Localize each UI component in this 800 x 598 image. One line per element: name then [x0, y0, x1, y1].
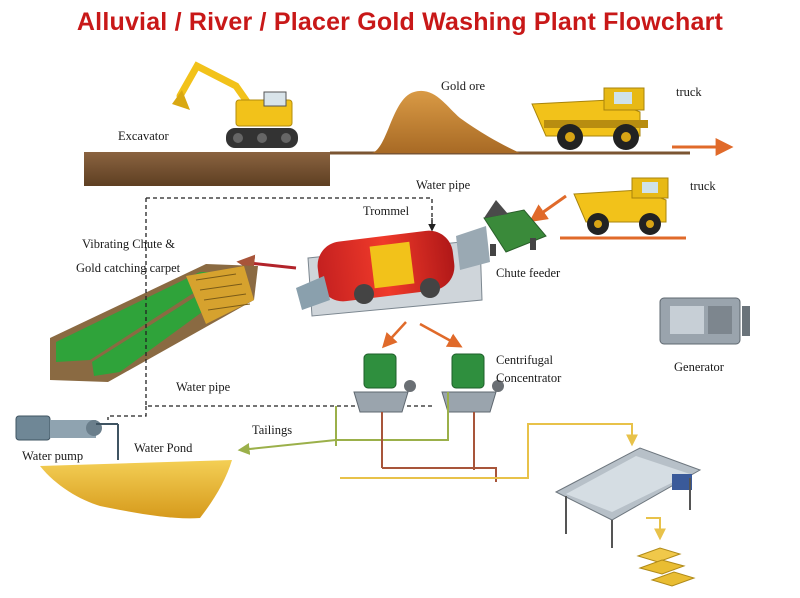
arrow-table-to-gold [646, 517, 666, 541]
chute-feeder-icon [483, 200, 547, 256]
gold-ore-heap [372, 90, 520, 153]
gold-bars-icon [636, 547, 696, 587]
label-centrifugal-2: Concentrator [496, 371, 562, 385]
truck-icon-top [531, 87, 648, 150]
ground-soil [84, 151, 690, 186]
label-tailings: Tailings [252, 423, 292, 437]
label-truck-mid: truck [690, 179, 716, 193]
water-pipe-network [145, 197, 433, 407]
label-centrifugal-1: Centrifugal [496, 353, 553, 367]
water-pipe-link-pump [107, 406, 147, 420]
water-pump-icon [15, 415, 119, 460]
label-water-pipe-top: Water pipe [416, 178, 471, 192]
label-water-pond: Water Pond [134, 441, 193, 455]
page-title: Alluvial / River / Placer Gold Washing P… [76, 8, 724, 36]
arrow-trommel-to-chute [236, 254, 297, 273]
label-vibrating-chute-1: Vibrating Chute & [82, 237, 175, 251]
label-water-pump: Water pump [22, 449, 83, 463]
shaking-table-icon [554, 447, 702, 548]
label-generator: Generator [674, 360, 725, 374]
truck-icon-mid [560, 177, 686, 240]
generator-icon [659, 297, 750, 345]
label-gold-ore: Gold ore [441, 79, 486, 93]
label-vibrating-chute-2: Gold catching carpet [76, 261, 181, 275]
arrow-truck-to-chute-feeder [529, 194, 567, 223]
arrow-trommel-to-concentrator-2 [419, 322, 463, 348]
centrifugal-concentrator-icon-2 [441, 353, 504, 413]
arrow-trommel-to-concentrator-1 [381, 321, 407, 349]
tailings-flow [335, 392, 449, 446]
trommel-icon [296, 226, 490, 317]
vibrating-chute-icon [50, 264, 258, 382]
concentrate-collector [382, 467, 497, 482]
centrifugal-concentrator-icon-1 [353, 353, 416, 413]
water-pond [40, 460, 232, 519]
label-water-pipe-bottom: Water pipe [176, 380, 231, 394]
label-trommel: Trommel [363, 204, 410, 218]
label-truck-top: truck [676, 85, 702, 99]
label-excavator: Excavator [118, 129, 170, 143]
excavator-icon [172, 61, 298, 148]
arrow-tailings-to-pond [237, 439, 337, 455]
label-chute-feeder: Chute feeder [496, 266, 561, 280]
arrow-concentrate-to-table [340, 423, 638, 479]
